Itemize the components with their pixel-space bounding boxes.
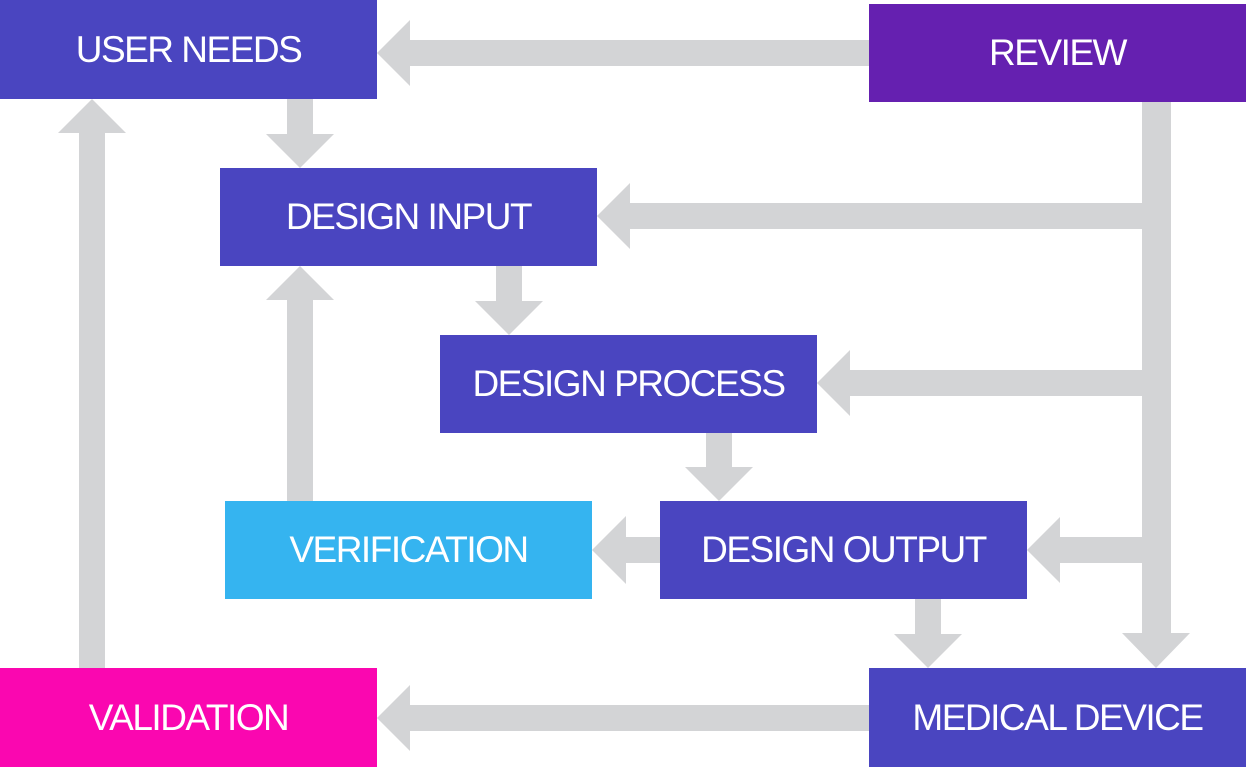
design-input-box: DESIGN INPUT — [220, 168, 597, 266]
arrow-user-needs-to-design-input-shaft — [287, 99, 313, 135]
arrow-medical-device-to-validation-shaft — [410, 705, 872, 731]
verification-box: VERIFICATION — [225, 501, 592, 599]
design-process-box: DESIGN PROCESS — [440, 335, 817, 433]
arrow-review-to-medical-device-head — [1122, 633, 1190, 668]
arrow-medical-device-to-validation-head — [377, 685, 410, 751]
review-trunk-line — [1142, 100, 1171, 635]
arrow-review-to-design-process-shaft — [850, 370, 1145, 396]
design-output-label: DESIGN OUTPUT — [701, 529, 987, 570]
arrow-user-needs-to-design-input-head — [266, 134, 334, 168]
arrow-review-to-design-input-head — [597, 183, 630, 249]
design-process-label: DESIGN PROCESS — [472, 363, 786, 404]
arrow-review-to-design-process-head — [817, 350, 850, 416]
arrow-review-to-design-output-shaft — [1060, 537, 1145, 563]
arrow-review-to-user-needs-shaft — [410, 40, 872, 66]
review-box: REVIEW — [869, 4, 1246, 102]
arrow-verification-to-design-input-head — [266, 266, 334, 300]
arrow-review-to-user-needs-head — [377, 20, 410, 86]
review-label: REVIEW — [989, 32, 1127, 73]
arrow-review-to-design-input-shaft — [630, 203, 1145, 229]
verification-label: VERIFICATION — [289, 529, 529, 570]
arrow-validation-to-user-needs-head — [58, 99, 126, 133]
arrow-design-output-to-medical-device-head — [894, 634, 962, 668]
arrow-design-output-to-medical-device-shaft — [915, 599, 941, 635]
arrow-design-output-to-verification-head — [592, 516, 626, 584]
arrow-design-process-to-design-output-shaft — [706, 433, 732, 468]
user-needs-label: USER NEEDS — [75, 28, 303, 70]
medical-device-box: MEDICAL DEVICE — [869, 668, 1246, 767]
design-output-box: DESIGN OUTPUT — [660, 501, 1027, 599]
arrow-verification-to-design-input-shaft — [287, 298, 313, 501]
user-needs-box: USER NEEDS — [0, 0, 377, 99]
arrow-design-input-to-design-process-head — [475, 301, 543, 335]
arrow-design-input-to-design-process-shaft — [496, 266, 522, 302]
validation-box: VALIDATION — [0, 668, 377, 767]
arrow-design-process-to-design-output-head — [685, 467, 753, 501]
arrow-validation-to-user-needs-shaft — [79, 132, 105, 668]
design-input-label: DESIGN INPUT — [285, 196, 533, 237]
arrow-review-to-design-output-head — [1027, 517, 1060, 583]
medical-device-label: MEDICAL DEVICE — [912, 696, 1204, 738]
validation-label: VALIDATION — [88, 696, 290, 738]
arrow-design-output-to-verification-shaft — [624, 537, 660, 563]
